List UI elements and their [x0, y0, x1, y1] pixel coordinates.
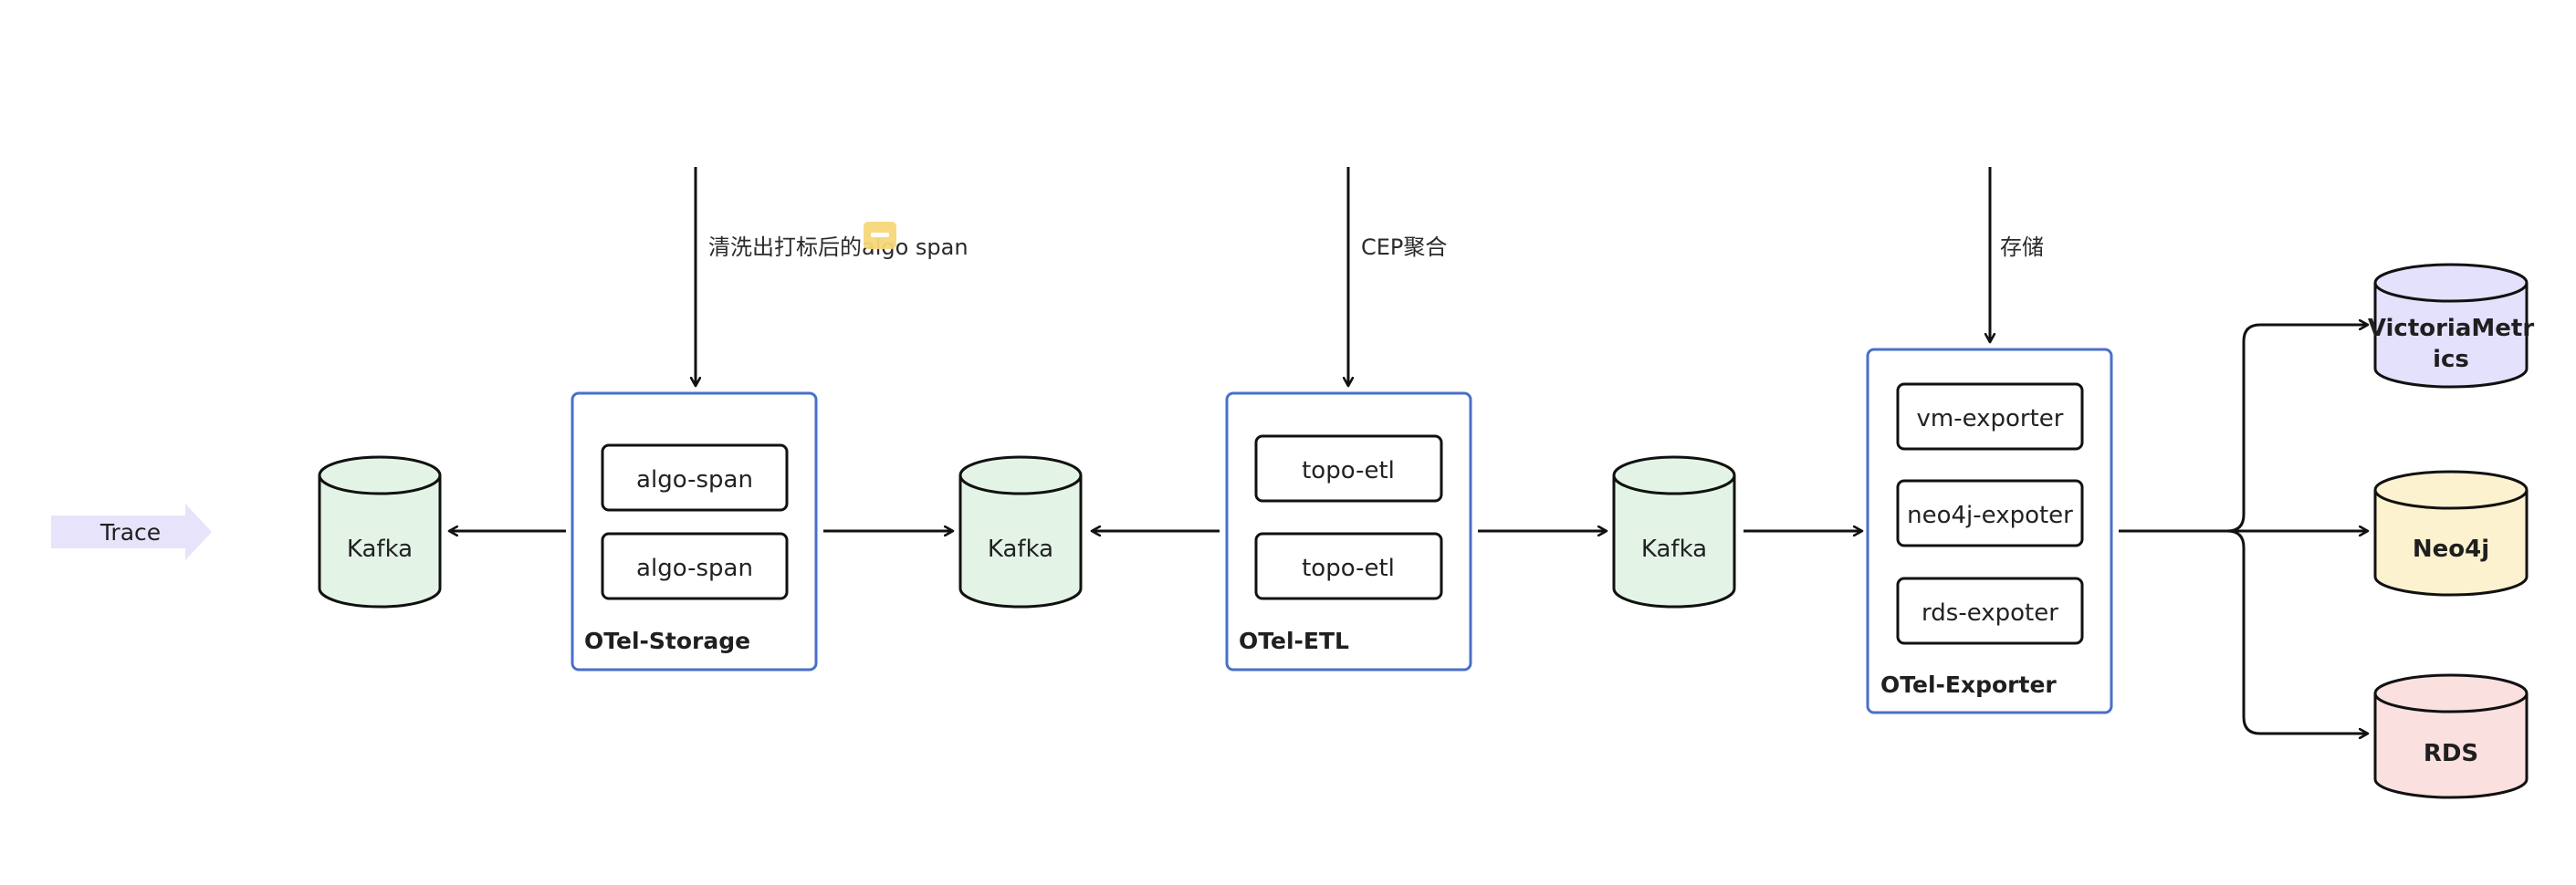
- otel-etl-title: OTel-ETL: [1239, 628, 1349, 654]
- exporter-service-label-1: vm-exporter: [1916, 405, 2063, 432]
- exporter-service-label-2: neo4j-expoter: [1907, 502, 2073, 529]
- kafka-cylinder-top-3: [1612, 474, 1736, 495]
- kafka-node-3[interactable]: Kafka: [1612, 455, 1736, 609]
- storage-service-label-1: algo-span: [636, 466, 753, 494]
- kafka-label-2: Kafka: [988, 536, 1053, 563]
- kafka-cylinder-body-3: [1612, 455, 1736, 609]
- rds-cylinder-top: [2373, 692, 2529, 713]
- etl-service-label-2: topo-etl: [1302, 555, 1395, 582]
- arrow-exporter-to-rds: [2119, 529, 2368, 734]
- kafka-node-1[interactable]: Kafka: [318, 455, 442, 609]
- exporter-service-box-3[interactable]: rds-expoter: [1896, 577, 2084, 645]
- trace-node[interactable]: Trace: [51, 504, 212, 560]
- kafka-cylinder-top-2: [958, 474, 1083, 495]
- arrow-exporter-to-victoriametrics: [2119, 325, 2368, 533]
- rds-node[interactable]: RDS: [2373, 673, 2529, 799]
- exporter-service-label-3: rds-expoter: [1922, 599, 2058, 627]
- kafka-cylinder-body-2: [958, 455, 1083, 609]
- storage-service-label-2: algo-span: [636, 555, 753, 582]
- edge-label-storage-input: 清洗出打标后的algo span: [708, 234, 969, 260]
- exporter-service-frame-3: [1896, 577, 2084, 645]
- neo4j-node[interactable]: Neo4j: [2373, 470, 2529, 597]
- trace-label: Trace: [99, 519, 161, 546]
- etl-service-box-2[interactable]: topo-etl: [1254, 532, 1443, 600]
- otel-exporter-group[interactable]: vm-exporter neo4j-expoter rds-expoter OT…: [1866, 348, 2113, 714]
- kafka-cylinder-top-1: [318, 474, 442, 495]
- otel-storage-group[interactable]: algo-span algo-span OTel-Storage: [571, 391, 818, 672]
- otel-storage-title: OTel-Storage: [584, 628, 750, 654]
- neo4j-cylinder-top: [2373, 489, 2529, 510]
- trace-arrow-shape: [51, 504, 212, 560]
- neo4j-cylinder-body: [2373, 470, 2529, 597]
- victoriametrics-cylinder-top: [2373, 282, 2529, 303]
- storage-service-frame-2: [601, 532, 789, 600]
- kafka-cylinder-body-1: [318, 455, 442, 609]
- victoriametrics-cylinder-body: [2373, 263, 2529, 389]
- victoriametrics-label-line1: VictoriaMetr: [2368, 315, 2534, 342]
- storage-service-box-2[interactable]: algo-span: [601, 532, 789, 600]
- etl-service-frame-1: [1254, 434, 1443, 503]
- comment-note-icon-line: [871, 233, 889, 237]
- rds-label: RDS: [2424, 740, 2478, 767]
- etl-service-box-1[interactable]: topo-etl: [1254, 434, 1443, 503]
- neo4j-label: Neo4j: [2413, 536, 2489, 563]
- kafka-label-3: Kafka: [1641, 536, 1707, 563]
- exporter-service-frame-2: [1896, 479, 2084, 547]
- otel-etl-group[interactable]: topo-etl topo-etl OTel-ETL: [1225, 391, 1472, 672]
- otel-exporter-title: OTel-Exporter: [1880, 672, 2057, 698]
- victoriametrics-label-line2: ics: [2433, 346, 2469, 373]
- edge-label-etl-input: CEP聚合: [1361, 234, 1447, 260]
- exporter-service-box-1[interactable]: vm-exporter: [1896, 382, 2084, 451]
- rds-cylinder-body: [2373, 673, 2529, 799]
- exporter-service-box-2[interactable]: neo4j-expoter: [1896, 479, 2084, 547]
- kafka-node-2[interactable]: Kafka: [958, 455, 1083, 609]
- comment-note-icon[interactable]: [864, 222, 896, 249]
- etl-service-label-1: topo-etl: [1302, 457, 1395, 484]
- exporter-service-frame-1: [1896, 382, 2084, 451]
- storage-service-frame-1: [601, 443, 789, 512]
- storage-service-box-1[interactable]: algo-span: [601, 443, 789, 512]
- etl-service-frame-2: [1254, 532, 1443, 600]
- victoriametrics-node[interactable]: VictoriaMetr ics: [2368, 263, 2534, 389]
- edge-label-exporter-input: 存储: [2000, 234, 2044, 260]
- kafka-label-1: Kafka: [347, 536, 413, 563]
